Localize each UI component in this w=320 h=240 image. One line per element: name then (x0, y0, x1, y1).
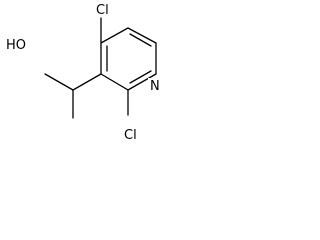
atom-labels: Cl HO N Cl (3, 1, 160, 143)
bond-c5-c6 (127, 27, 157, 44)
bond-c3-ch (72, 73, 102, 91)
substituent-bonds (44, 17, 129, 119)
bond-c2-c3 (100, 73, 129, 91)
chlorine-bottom-label: Cl (124, 128, 137, 143)
bond-n-c2-double (129, 70, 152, 84)
bond-c4-c5 (100, 27, 129, 44)
pyridine-ring (100, 27, 157, 91)
nitrogen-label: N (150, 79, 160, 94)
bond-ch-ch3 (44, 73, 74, 91)
chlorine-top-label: Cl (96, 3, 109, 18)
bond-n-c2 (127, 73, 157, 91)
hydroxyl-label: HO (6, 38, 26, 53)
chemical-structure-diagram: Cl HO N Cl (3, 1, 160, 143)
bond-c5-c6-double (129, 33, 152, 47)
